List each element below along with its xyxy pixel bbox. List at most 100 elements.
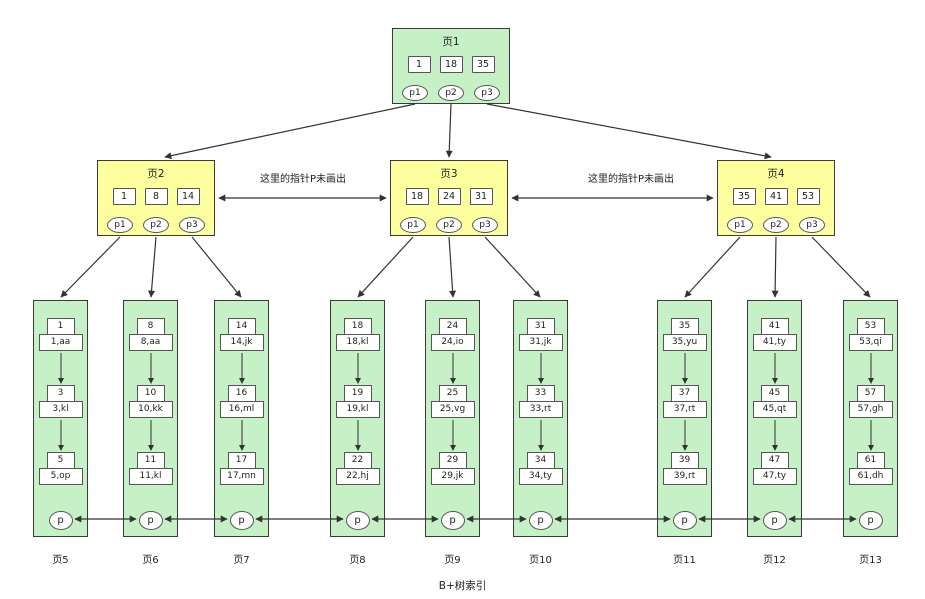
leaf-box: 31 31,jk 33 33,rt 34 34,ty p xyxy=(513,300,568,537)
leaf-page-5: 1 1,aa 3 3,kl 5 5,op p 页5 xyxy=(33,300,88,566)
next-page-pointer: p xyxy=(345,511,370,530)
record-key: 41 xyxy=(760,318,789,335)
record-key: 47 xyxy=(760,452,789,469)
root-page: 页1 1 18 35 p1 p2 p3 xyxy=(392,28,510,104)
key-row: 35 41 53 xyxy=(718,188,834,205)
down-arrow-icon xyxy=(748,418,801,452)
record-value: 47,ty xyxy=(752,468,797,485)
down-arrow-icon xyxy=(426,418,479,452)
down-arrow-icon xyxy=(124,351,177,385)
pointer-p3: p3 xyxy=(179,217,205,233)
record: 25 25,vg xyxy=(430,385,475,418)
record: 17 17,mn xyxy=(219,452,264,485)
record-key: 17 xyxy=(227,452,256,469)
pointer-p1: p1 xyxy=(400,217,426,233)
record-value: 18,kl xyxy=(335,334,380,351)
record-value: 1,aa xyxy=(38,334,83,351)
next-page-pointer: p xyxy=(48,511,73,530)
internal-page-3: 页3 18 24 31 p1 p2 p3 xyxy=(390,160,508,236)
record: 16 16,ml xyxy=(219,385,264,418)
down-arrow-icon xyxy=(844,418,897,452)
leaf-box: 35 35,yu 37 37,rt 39 39,rt p xyxy=(657,300,712,537)
down-arrow-icon xyxy=(658,418,711,452)
pointer-p1: p1 xyxy=(107,217,133,233)
down-arrow-icon xyxy=(34,351,87,385)
record: 41 41,ty xyxy=(752,318,797,351)
record-value: 53,qi xyxy=(848,334,893,351)
record-value: 31,jk xyxy=(518,334,563,351)
record: 35 35,yu xyxy=(662,318,707,351)
record-key: 18 xyxy=(343,318,372,335)
pointer-p3: p3 xyxy=(474,85,500,101)
record: 34 34,ty xyxy=(518,452,563,485)
page-title: 页3 xyxy=(440,168,458,180)
record-key: 5 xyxy=(46,452,75,469)
record-key: 19 xyxy=(343,385,372,402)
record-value: 34,ty xyxy=(518,468,563,485)
pointer-row: p1 p2 p3 xyxy=(98,217,214,233)
record-value: 14,jk xyxy=(219,334,264,351)
record-value: 41,ty xyxy=(752,334,797,351)
record-value: 16,ml xyxy=(219,401,264,418)
leaf-page-13: 53 53,qi 57 57,gh 61 61,dh p 页13 xyxy=(843,300,898,566)
leaf-page-label: 页8 xyxy=(349,555,366,566)
leaf-page-label: 页5 xyxy=(52,555,69,566)
record: 5 5,op xyxy=(38,452,83,485)
record: 3 3,kl xyxy=(38,385,83,418)
leaf-box: 14 14,jk 16 16,ml 17 17,mn p xyxy=(214,300,269,537)
next-page-pointer: p xyxy=(528,511,553,530)
record-key: 34 xyxy=(526,452,555,469)
record-key: 25 xyxy=(438,385,467,402)
record-value: 29,jk xyxy=(430,468,475,485)
record-key: 24 xyxy=(438,318,467,335)
record: 8 8,aa xyxy=(128,318,173,351)
record: 1 1,aa xyxy=(38,318,83,351)
key-cell: 31 xyxy=(469,188,493,205)
page-title: 页1 xyxy=(442,36,460,48)
page-title: 页4 xyxy=(767,168,785,180)
next-page-pointer: p xyxy=(672,511,697,530)
record-value: 10,kk xyxy=(128,401,173,418)
record-value: 3,kl xyxy=(38,401,83,418)
down-arrow-icon xyxy=(331,418,384,452)
record: 61 61,dh xyxy=(848,452,893,485)
internal-page-2: 页2 1 8 14 p1 p2 p3 xyxy=(97,160,215,236)
down-arrow-icon xyxy=(215,418,268,452)
down-arrow-icon xyxy=(124,418,177,452)
leaf-page-label: 页9 xyxy=(444,555,461,566)
pointer-p2: p2 xyxy=(438,85,464,101)
pointer-p3: p3 xyxy=(472,217,498,233)
leaf-page-label: 页12 xyxy=(763,555,786,566)
pointer-row: p1 p2 p3 xyxy=(718,217,834,233)
key-cell: 8 xyxy=(144,188,168,205)
leaf-page-6: 8 8,aa 10 10,kk 11 11,kl p 页6 xyxy=(123,300,178,566)
leaf-box: 1 1,aa 3 3,kl 5 5,op p xyxy=(33,300,88,537)
leaf-page-12: 41 41,ty 45 45,qt 47 47,ty p 页12 xyxy=(747,300,802,566)
key-cell: 24 xyxy=(437,188,461,205)
leaf-page-label: 页10 xyxy=(529,555,552,566)
down-arrow-icon xyxy=(748,351,801,385)
down-arrow-icon xyxy=(215,351,268,385)
down-arrow-icon xyxy=(34,418,87,452)
leaf-box: 53 53,qi 57 57,gh 61 61,dh p xyxy=(843,300,898,537)
record-key: 8 xyxy=(136,318,165,335)
pointer-note-right: 这里的指针P未画出 xyxy=(587,174,675,185)
diagram-caption: B+树索引 xyxy=(438,580,487,592)
record-value: 39,rt xyxy=(662,468,707,485)
leaf-page-label: 页11 xyxy=(673,555,696,566)
key-cell: 1 xyxy=(112,188,136,205)
record-value: 61,dh xyxy=(848,468,893,485)
record-key: 22 xyxy=(343,452,372,469)
record: 45 45,qt xyxy=(752,385,797,418)
leaf-page-label: 页7 xyxy=(233,555,250,566)
next-page-pointer: p xyxy=(762,511,787,530)
key-cell: 18 xyxy=(405,188,429,205)
key-cell: 53 xyxy=(796,188,820,205)
record-value: 35,yu xyxy=(662,334,707,351)
record-value: 25,vg xyxy=(430,401,475,418)
record: 14 14,jk xyxy=(219,318,264,351)
record-key: 33 xyxy=(526,385,555,402)
leaf-page-label: 页13 xyxy=(859,555,882,566)
leaf-page-11: 35 35,yu 37 37,rt 39 39,rt p 页11 xyxy=(657,300,712,566)
